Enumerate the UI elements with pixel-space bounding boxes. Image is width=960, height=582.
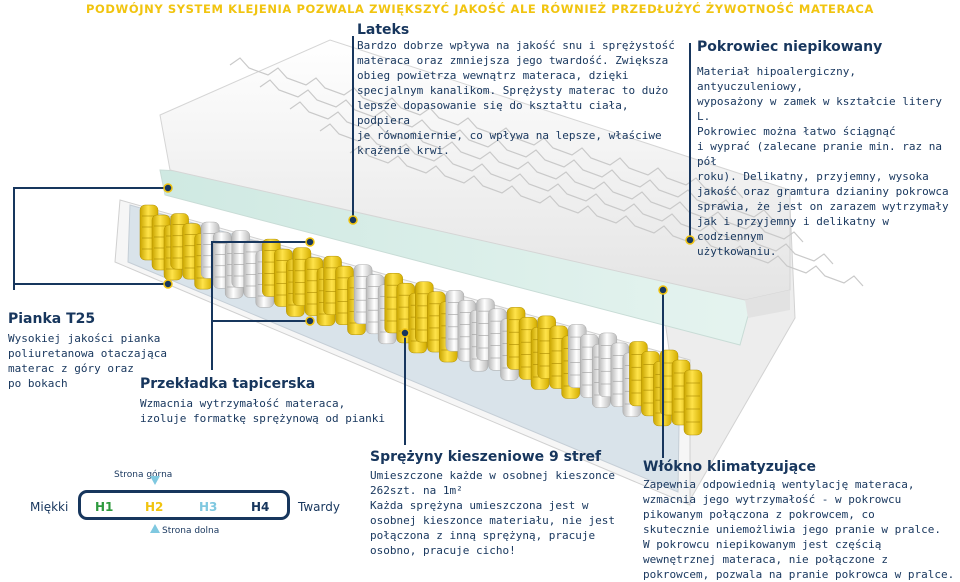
hardness-h4: H4 — [251, 500, 270, 514]
quilt-line — [229, 57, 744, 199]
hardness-scale: H1 H2 H3 H4 — [78, 490, 290, 520]
banner-text: PODWÓJNY SYSTEM KLEJENIA POZWALA ZWIĘKSZ… — [86, 2, 874, 16]
top-side-label: Strona górna — [114, 470, 173, 480]
quilt-line — [319, 123, 834, 265]
pianka-text: Wysokiej jakości pianka poliuretanowa ot… — [8, 332, 167, 390]
bottom-side-label: Strona dolna — [162, 526, 220, 536]
pocket-springs — [139, 204, 703, 436]
pianka-title: Pianka T25 — [8, 311, 96, 327]
przekladka-text: Wzmacnia wytrzymałość materaca, izoluje … — [140, 397, 386, 425]
wlokno-title: Włókno klimatyzujące — [643, 459, 816, 475]
quilt-line — [349, 145, 864, 287]
spring — [683, 369, 703, 436]
lateks-text: Bardzo dobrze wpływa na jakość snu i spr… — [357, 39, 675, 157]
soft-label: Miękki — [30, 500, 69, 514]
sprezyny-title: Sprężyny kieszeniowe 9 stref — [370, 449, 602, 465]
wlokno-text: Zapewnia odpowiednią wentylację materaca… — [643, 478, 955, 581]
arrow-down-icon — [150, 476, 160, 485]
arrow-up-icon — [150, 524, 160, 533]
hard-label: Twardy — [298, 500, 340, 514]
sprezyny-text: Umieszczone każde w osobnej kieszonce 26… — [370, 469, 616, 557]
pokrowiec-text: Materiał hipoalergiczny, antyuczuleniowy… — [697, 65, 949, 258]
cover-edge — [745, 290, 790, 318]
przekladka-title: Przekładka tapicerska — [140, 376, 316, 392]
pokrowiec-title: Pokrowiec niepikowany — [697, 39, 883, 55]
hardness-h1: H1 — [95, 500, 114, 514]
hardness-h3: H3 — [199, 500, 218, 514]
lateks-title: Lateks — [357, 22, 410, 38]
quilt-line — [289, 101, 804, 243]
hardness-h2: H2 — [145, 500, 164, 514]
